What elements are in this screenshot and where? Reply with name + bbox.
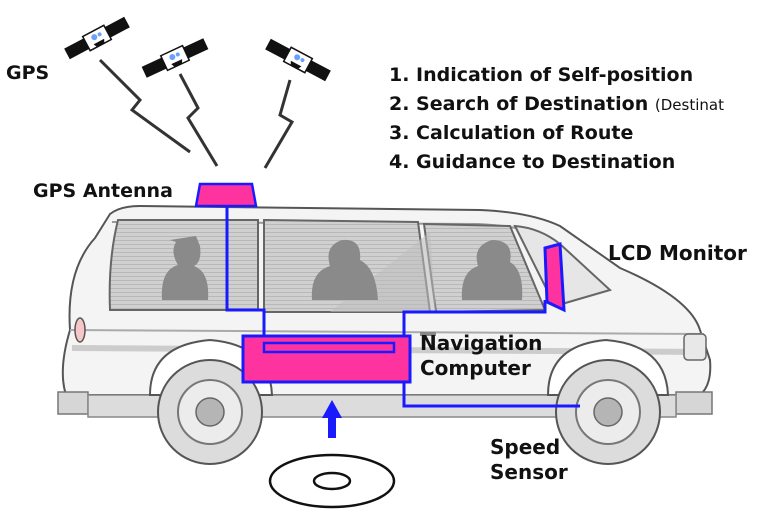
map-disc-icon	[268, 453, 396, 509]
lcd-monitor-label: LCD Monitor	[608, 241, 747, 265]
gps-antenna-label: GPS Antenna	[33, 180, 173, 202]
gps-satellite-1	[64, 16, 130, 60]
navigation-computer-device	[241, 334, 412, 384]
step-3-text: 3. Calculation of Route	[389, 122, 634, 144]
wiring	[225, 206, 580, 408]
step-2-note: (Destinat	[654, 96, 724, 114]
gps-satellite-3	[265, 38, 331, 82]
gps-signal-line-2	[178, 73, 219, 167]
gps-signal-line-3	[263, 79, 295, 169]
lcd-monitor-device	[543, 242, 566, 313]
gps-signal-line-1	[98, 58, 191, 154]
speed-sensor-arrow	[322, 400, 342, 438]
step-2-text: 2. Search of Destination	[389, 93, 649, 115]
front-wheel	[555, 359, 661, 465]
step-1: 1. Indication of Self-position	[389, 66, 693, 85]
speed-sensor-label-line2: Sensor	[490, 460, 568, 484]
step-4: 4. Guidance to Destination	[389, 153, 675, 172]
step-4-text: 4. Guidance to Destination	[389, 151, 676, 173]
step-3: 3. Calculation of Route	[389, 124, 633, 143]
gps-satellite-2	[141, 38, 209, 78]
rear-wheel	[157, 359, 263, 465]
navigation-computer-label-line1: Navigation	[420, 331, 543, 355]
gps-antenna-device	[194, 182, 258, 208]
step-1-text: 1. Indication of Self-position	[389, 64, 694, 86]
speed-sensor-label-line1: Speed	[490, 435, 561, 459]
navigation-computer-label-line2: Computer	[420, 356, 531, 380]
step-2: 2. Search of Destination (Destinat	[389, 95, 724, 114]
gps-label: GPS	[6, 62, 50, 84]
